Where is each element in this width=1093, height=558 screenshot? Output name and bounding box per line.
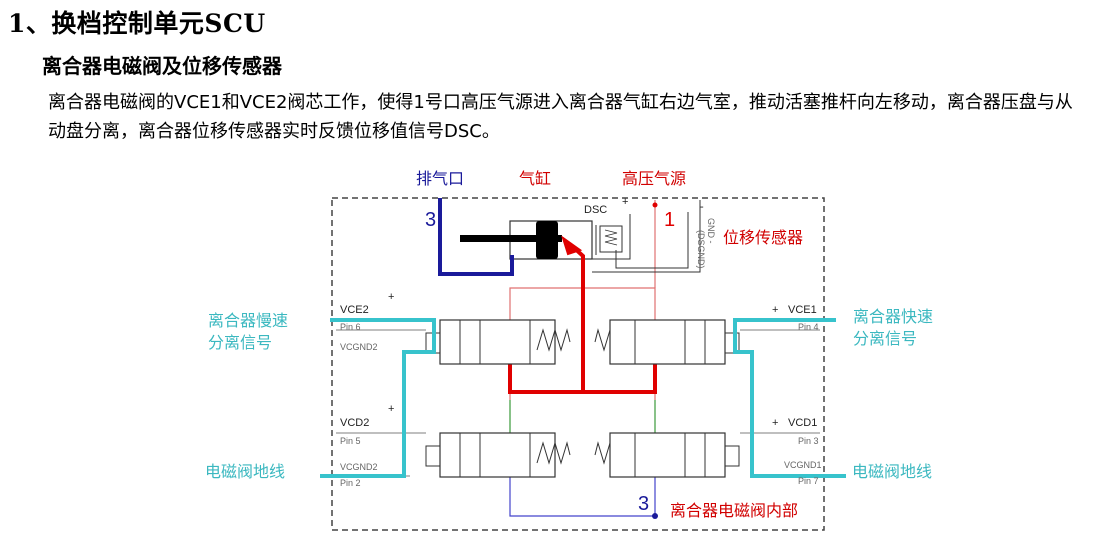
valve-enclosure (331, 197, 825, 531)
pin2-label: Pin 2 (340, 478, 361, 488)
vcgnd2-label-top: VCGND2 (340, 342, 378, 352)
vcd2-label: VCD2 (340, 417, 369, 429)
pin7-label: Pin 7 (798, 476, 819, 486)
subsection-heading: 离合器电磁阀及位移传感器 (42, 54, 282, 78)
sensor-label: 位移传感器 (723, 228, 803, 247)
vce1-label: VCE1 (788, 304, 817, 316)
dsc-pin-label: DSC (584, 204, 607, 216)
valve-vcd2 (425, 432, 571, 478)
vce2-label: VCE2 (340, 304, 369, 316)
valve-vcd1 (594, 432, 740, 478)
exhaust-label: 排气口 (416, 169, 464, 188)
pin3-label: Pin 3 (798, 436, 819, 446)
exhaust-line (438, 198, 514, 276)
sensor-coil (604, 229, 618, 246)
valve-vce2 (425, 319, 571, 365)
sensor-gnd-label: GND - (706, 218, 716, 244)
signal-wires (320, 318, 846, 478)
ground-right-label: 电磁阀地线 (852, 462, 932, 481)
description-paragraph: 离合器电磁阀的VCE1和VCE2阀芯工作，使得1号口高压气源进入离合器气缸右边气… (48, 92, 1073, 142)
valve-internal-label: 离合器电磁阀内部 (670, 501, 798, 520)
vcgnd2-label: VCGND2 (340, 462, 378, 472)
pin5-label: Pin 5 (340, 436, 361, 446)
vcgnd1-label: VCGND1 (784, 460, 822, 470)
port-3-top: 3 (425, 209, 436, 231)
port-3-bottom: 3 (638, 493, 649, 515)
piston (536, 221, 558, 259)
valve-vce1 (594, 319, 740, 365)
vce1-plus: + (772, 304, 778, 316)
vcd2-plus: + (388, 403, 394, 415)
piston-rod (460, 235, 562, 242)
slow-release-label-2: 分离信号 (208, 333, 272, 352)
port-dots (652, 202, 658, 519)
dsc-plus: + (622, 196, 628, 208)
section-heading: 1、换档控制单元SCU (8, 9, 266, 38)
vcd1-label: VCD1 (788, 417, 817, 429)
cylinder-label: 气缸 (519, 169, 551, 188)
pin4-label: Pin 4 (798, 322, 819, 332)
vcd1-plus: + (772, 417, 778, 429)
fast-release-label-1: 离合器快速 (853, 307, 933, 326)
vce2-plus: + (388, 291, 394, 303)
high-pressure-label: 高压气源 (622, 169, 686, 188)
sensor-dsgnd-label: (DSGND) (696, 230, 706, 269)
sensor-minus: - (700, 201, 704, 213)
ground-left-label: 电磁阀地线 (205, 462, 285, 481)
pin6-label: Pin 6 (340, 322, 361, 332)
fast-release-label-2: 分离信号 (853, 329, 917, 348)
sensor-body (599, 225, 623, 253)
port-1: 1 (664, 209, 675, 231)
slow-release-label-1: 离合器慢速 (208, 311, 288, 330)
